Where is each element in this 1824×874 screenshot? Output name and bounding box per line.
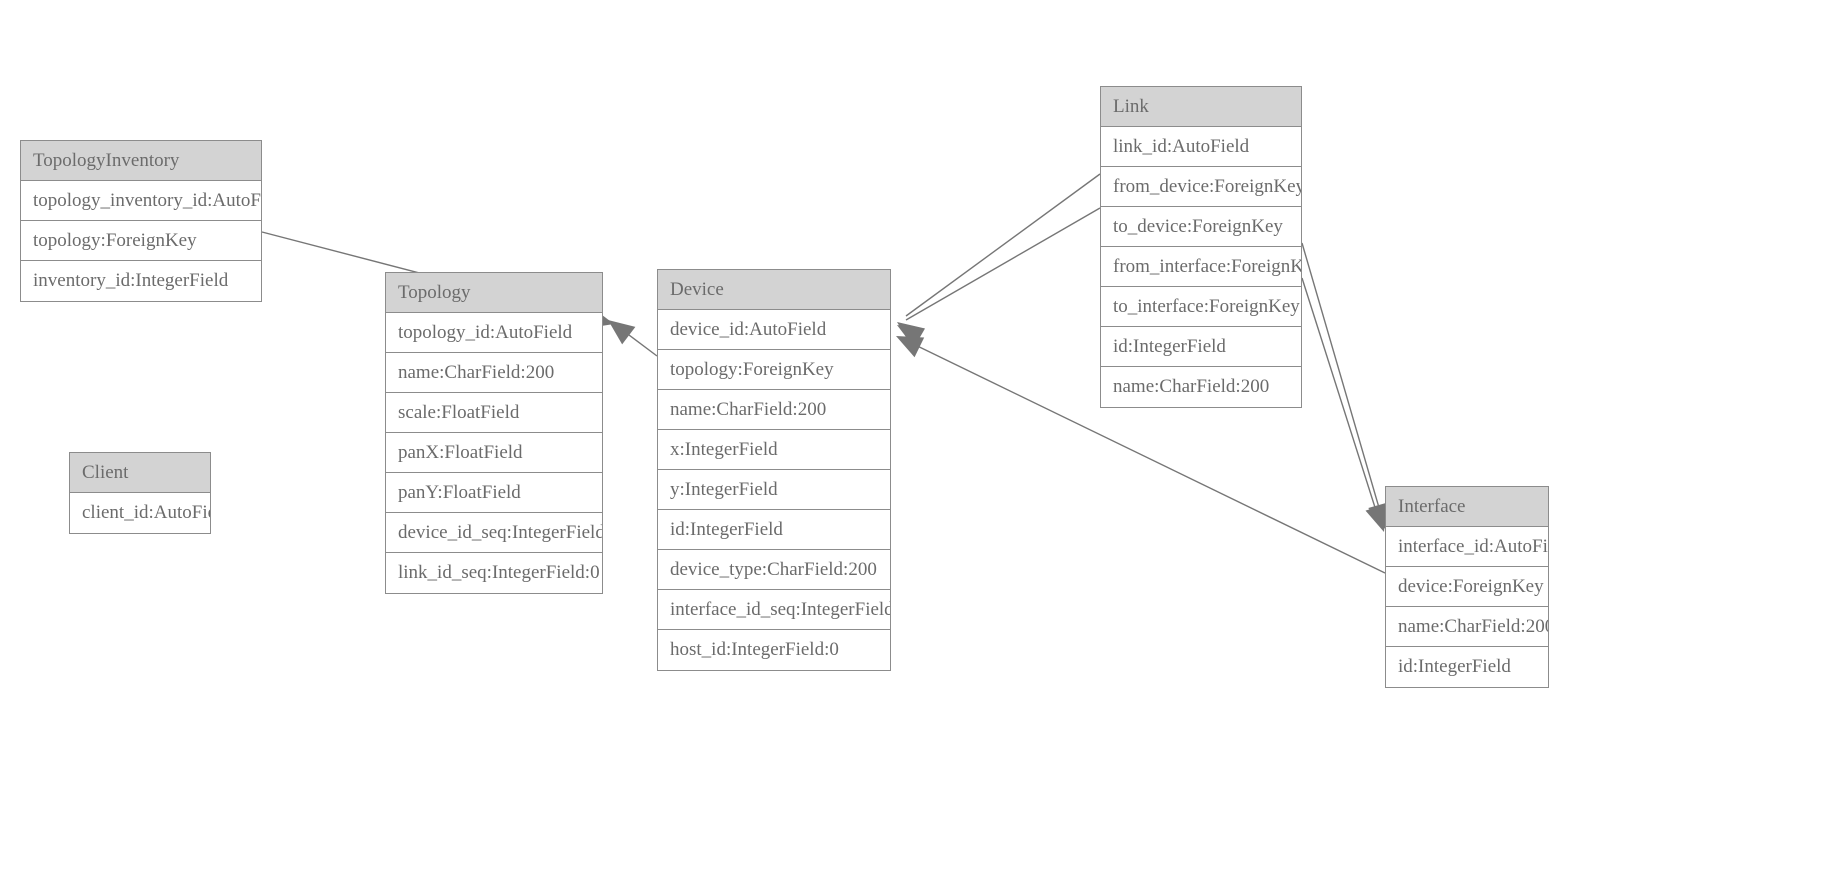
entity-field: device_id_seq:IntegerField:0 bbox=[386, 513, 602, 553]
entity-field: client_id:AutoField bbox=[70, 493, 210, 533]
entity-field: to_device:ForeignKey bbox=[1101, 207, 1301, 247]
relation-line bbox=[1301, 242, 1383, 519]
entity-field: id:IntegerField bbox=[1386, 647, 1548, 687]
entity-field: device:ForeignKey bbox=[1386, 567, 1548, 607]
entity-title-device: Device bbox=[658, 270, 890, 310]
relation-arrowhead bbox=[897, 325, 926, 348]
entity-title-client: Client bbox=[70, 453, 210, 493]
entity-field: scale:FloatField bbox=[386, 393, 602, 433]
entity-field: name:CharField:200 bbox=[386, 353, 602, 393]
entity-box-interface[interactable]: Interfaceinterface_id:AutoFielddevice:Fo… bbox=[1385, 486, 1549, 688]
entity-field: name:CharField:200 bbox=[1101, 367, 1301, 407]
entity-title-link: Link bbox=[1101, 87, 1301, 127]
entity-field: device_id:AutoField bbox=[658, 310, 890, 350]
entity-field: id:IntegerField bbox=[658, 510, 890, 550]
relation-line bbox=[616, 325, 658, 357]
relation-line bbox=[1301, 277, 1380, 521]
entity-title-topologyinventory: TopologyInventory bbox=[21, 141, 261, 181]
relation-line bbox=[905, 173, 1101, 317]
entity-field: name:CharField:200 bbox=[1386, 607, 1548, 647]
entity-field: link_id:AutoField bbox=[1101, 127, 1301, 167]
entity-field: name:CharField:200 bbox=[658, 390, 890, 430]
relation-link-to-device bbox=[897, 207, 1101, 348]
entity-title-topology: Topology bbox=[386, 273, 602, 313]
entity-field: interface_id_seq:IntegerField:0 bbox=[658, 590, 890, 630]
entity-field: topology_inventory_id:AutoField bbox=[21, 181, 261, 221]
entity-field: interface_id:AutoField bbox=[1386, 527, 1548, 567]
entity-field: id:IntegerField bbox=[1101, 327, 1301, 367]
entity-field: panY:FloatField bbox=[386, 473, 602, 513]
relation-link-from-interface bbox=[1301, 242, 1390, 530]
relation-device-topology bbox=[608, 320, 658, 357]
entity-field: host_id:IntegerField:0 bbox=[658, 630, 890, 670]
entity-field: to_interface:ForeignKey bbox=[1101, 287, 1301, 327]
relation-arrowhead bbox=[608, 320, 636, 345]
entity-title-interface: Interface bbox=[1386, 487, 1548, 527]
entity-field: from_device:ForeignKey bbox=[1101, 167, 1301, 207]
relation-arrowhead bbox=[897, 322, 925, 347]
entity-field: topology_id:AutoField bbox=[386, 313, 602, 353]
relation-link-to-interface bbox=[1301, 277, 1387, 532]
relation-link-from-device bbox=[897, 173, 1101, 347]
entity-field: panX:FloatField bbox=[386, 433, 602, 473]
entity-field: x:IntegerField bbox=[658, 430, 890, 470]
entity-field: from_interface:ForeignKey bbox=[1101, 247, 1301, 287]
entity-field: y:IntegerField bbox=[658, 470, 890, 510]
entity-field: topology:ForeignKey bbox=[21, 221, 261, 261]
relation-arrowhead bbox=[896, 336, 925, 358]
relation-line bbox=[905, 207, 1101, 321]
entity-field: inventory_id:IntegerField bbox=[21, 261, 261, 301]
entity-field: topology:ForeignKey bbox=[658, 350, 890, 390]
entity-field: device_type:CharField:200 bbox=[658, 550, 890, 590]
entity-field: link_id_seq:IntegerField:0 bbox=[386, 553, 602, 593]
